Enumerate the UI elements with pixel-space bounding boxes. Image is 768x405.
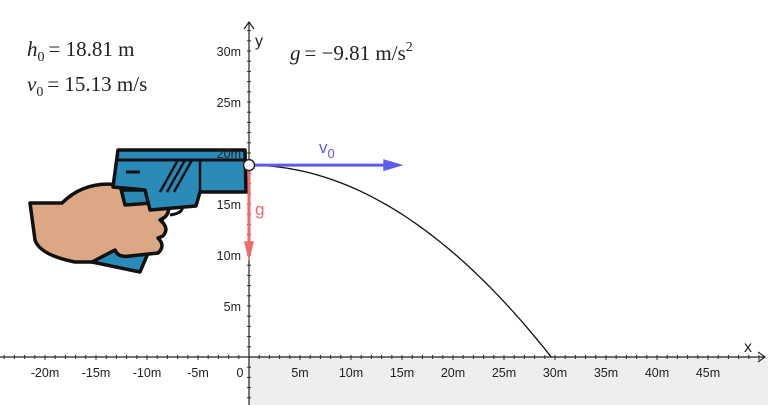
hand-with-gun-image [28, 148, 248, 274]
g-readout: g= −9.81 m/s2 [290, 40, 413, 65]
y-tick-label: 30m [217, 45, 241, 59]
gravity-label: g [255, 200, 264, 219]
x-tick-label: 20m [441, 366, 465, 380]
v0-readout: v0= 15.13 m/s [27, 72, 147, 100]
x-axis-arrow [757, 351, 767, 363]
x-tick-label: -10m [133, 366, 161, 380]
y-tick-label: 5m [224, 300, 241, 314]
y-tick-label: 10m [217, 249, 241, 263]
x-axis-label: x [744, 339, 752, 356]
gravity-arrowhead [244, 241, 254, 262]
x-tick-label: 5m [291, 366, 308, 380]
y-axis-arrow [243, 20, 255, 30]
y-tick-label: 25m [217, 96, 241, 110]
x-tick-label: 30m [543, 366, 567, 380]
x-tick-label: 35m [594, 366, 618, 380]
velocity-label: v0 [319, 138, 335, 161]
gun-ridges [158, 159, 194, 193]
trajectory-curve [248, 164, 552, 358]
y-axis-label: y [255, 33, 263, 50]
x-tick-label: 45m [696, 366, 720, 380]
x-tick-label: -15m [82, 366, 110, 380]
y-tick-label: 15m [217, 198, 241, 212]
x-tick-label: 15m [390, 366, 414, 380]
x-tick-label: 0 [237, 366, 244, 380]
x-tick-label: 10m [339, 366, 363, 380]
x-tick-label: -20m [31, 366, 59, 380]
x-tick-label: 40m [645, 366, 669, 380]
h0-readout: h0= 18.81 m [27, 37, 134, 65]
axis-tick-labels: -20m -15m -10m -5m 0 5m 10m 15m 20m 25m 30m 35m 40m 4… [31, 45, 720, 380]
y-tick-label: 20m [217, 147, 241, 161]
launch-point[interactable] [242, 158, 256, 172]
velocity-arrowhead [383, 159, 404, 172]
ground-shade [249, 357, 768, 405]
x-tick-label: -5m [187, 366, 209, 380]
x-tick-label: 25m [492, 366, 516, 380]
